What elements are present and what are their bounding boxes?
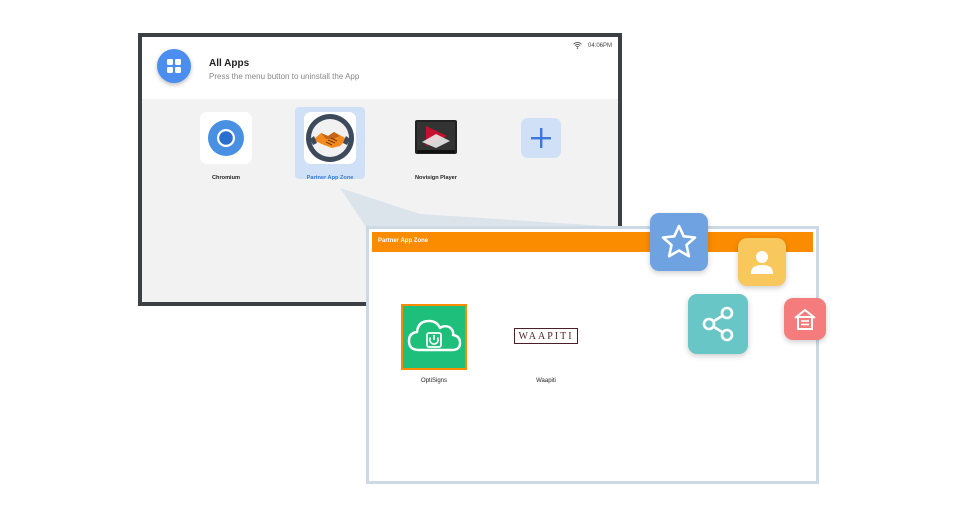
partner-app-zone-panel: Partner App Zone OptiSigns WAAPITI Waapi… bbox=[366, 226, 819, 484]
star-icon bbox=[650, 213, 708, 271]
cloud-power-icon bbox=[401, 304, 467, 370]
app-chromium[interactable]: Chromium bbox=[181, 112, 271, 181]
panel-title: Partner App Zone bbox=[378, 238, 429, 244]
app-novisign-player[interactable]: Novisign Player bbox=[391, 112, 481, 181]
app-partner-app-zone[interactable]: Partner App Zone bbox=[285, 112, 375, 181]
all-apps-icon bbox=[157, 49, 191, 83]
wifi-icon bbox=[573, 42, 582, 49]
home-icon bbox=[784, 298, 826, 340]
add-app-button[interactable] bbox=[496, 112, 586, 169]
app-waapiti[interactable]: WAAPITI Waapiti bbox=[501, 304, 591, 384]
header: 04:06PM All Apps Press the menu button t… bbox=[142, 37, 618, 99]
page-subtitle: Press the menu button to uninstall the A… bbox=[209, 72, 360, 81]
all-apps-screen: 04:06PM All Apps Press the menu button t… bbox=[138, 33, 622, 306]
status-bar: 04:06PM bbox=[573, 42, 612, 49]
status-time: 04:06PM bbox=[587, 42, 612, 49]
app-label: Waapiti bbox=[536, 378, 556, 384]
app-label: OptiSigns bbox=[420, 378, 447, 384]
app-optisigns[interactable]: OptiSigns bbox=[389, 304, 479, 384]
share-icon bbox=[688, 294, 748, 354]
user-icon bbox=[738, 238, 786, 286]
app-label: Chromium bbox=[212, 175, 240, 181]
handshake-icon bbox=[304, 112, 356, 164]
page-title: All Apps bbox=[209, 58, 250, 69]
waapiti-logo: WAAPITI bbox=[506, 304, 586, 370]
app-label: Novisign Player bbox=[415, 175, 457, 181]
chromium-icon bbox=[200, 112, 252, 164]
app-label: Partner App Zone bbox=[306, 175, 354, 181]
plus-icon bbox=[521, 118, 561, 158]
novisign-icon bbox=[410, 112, 462, 164]
